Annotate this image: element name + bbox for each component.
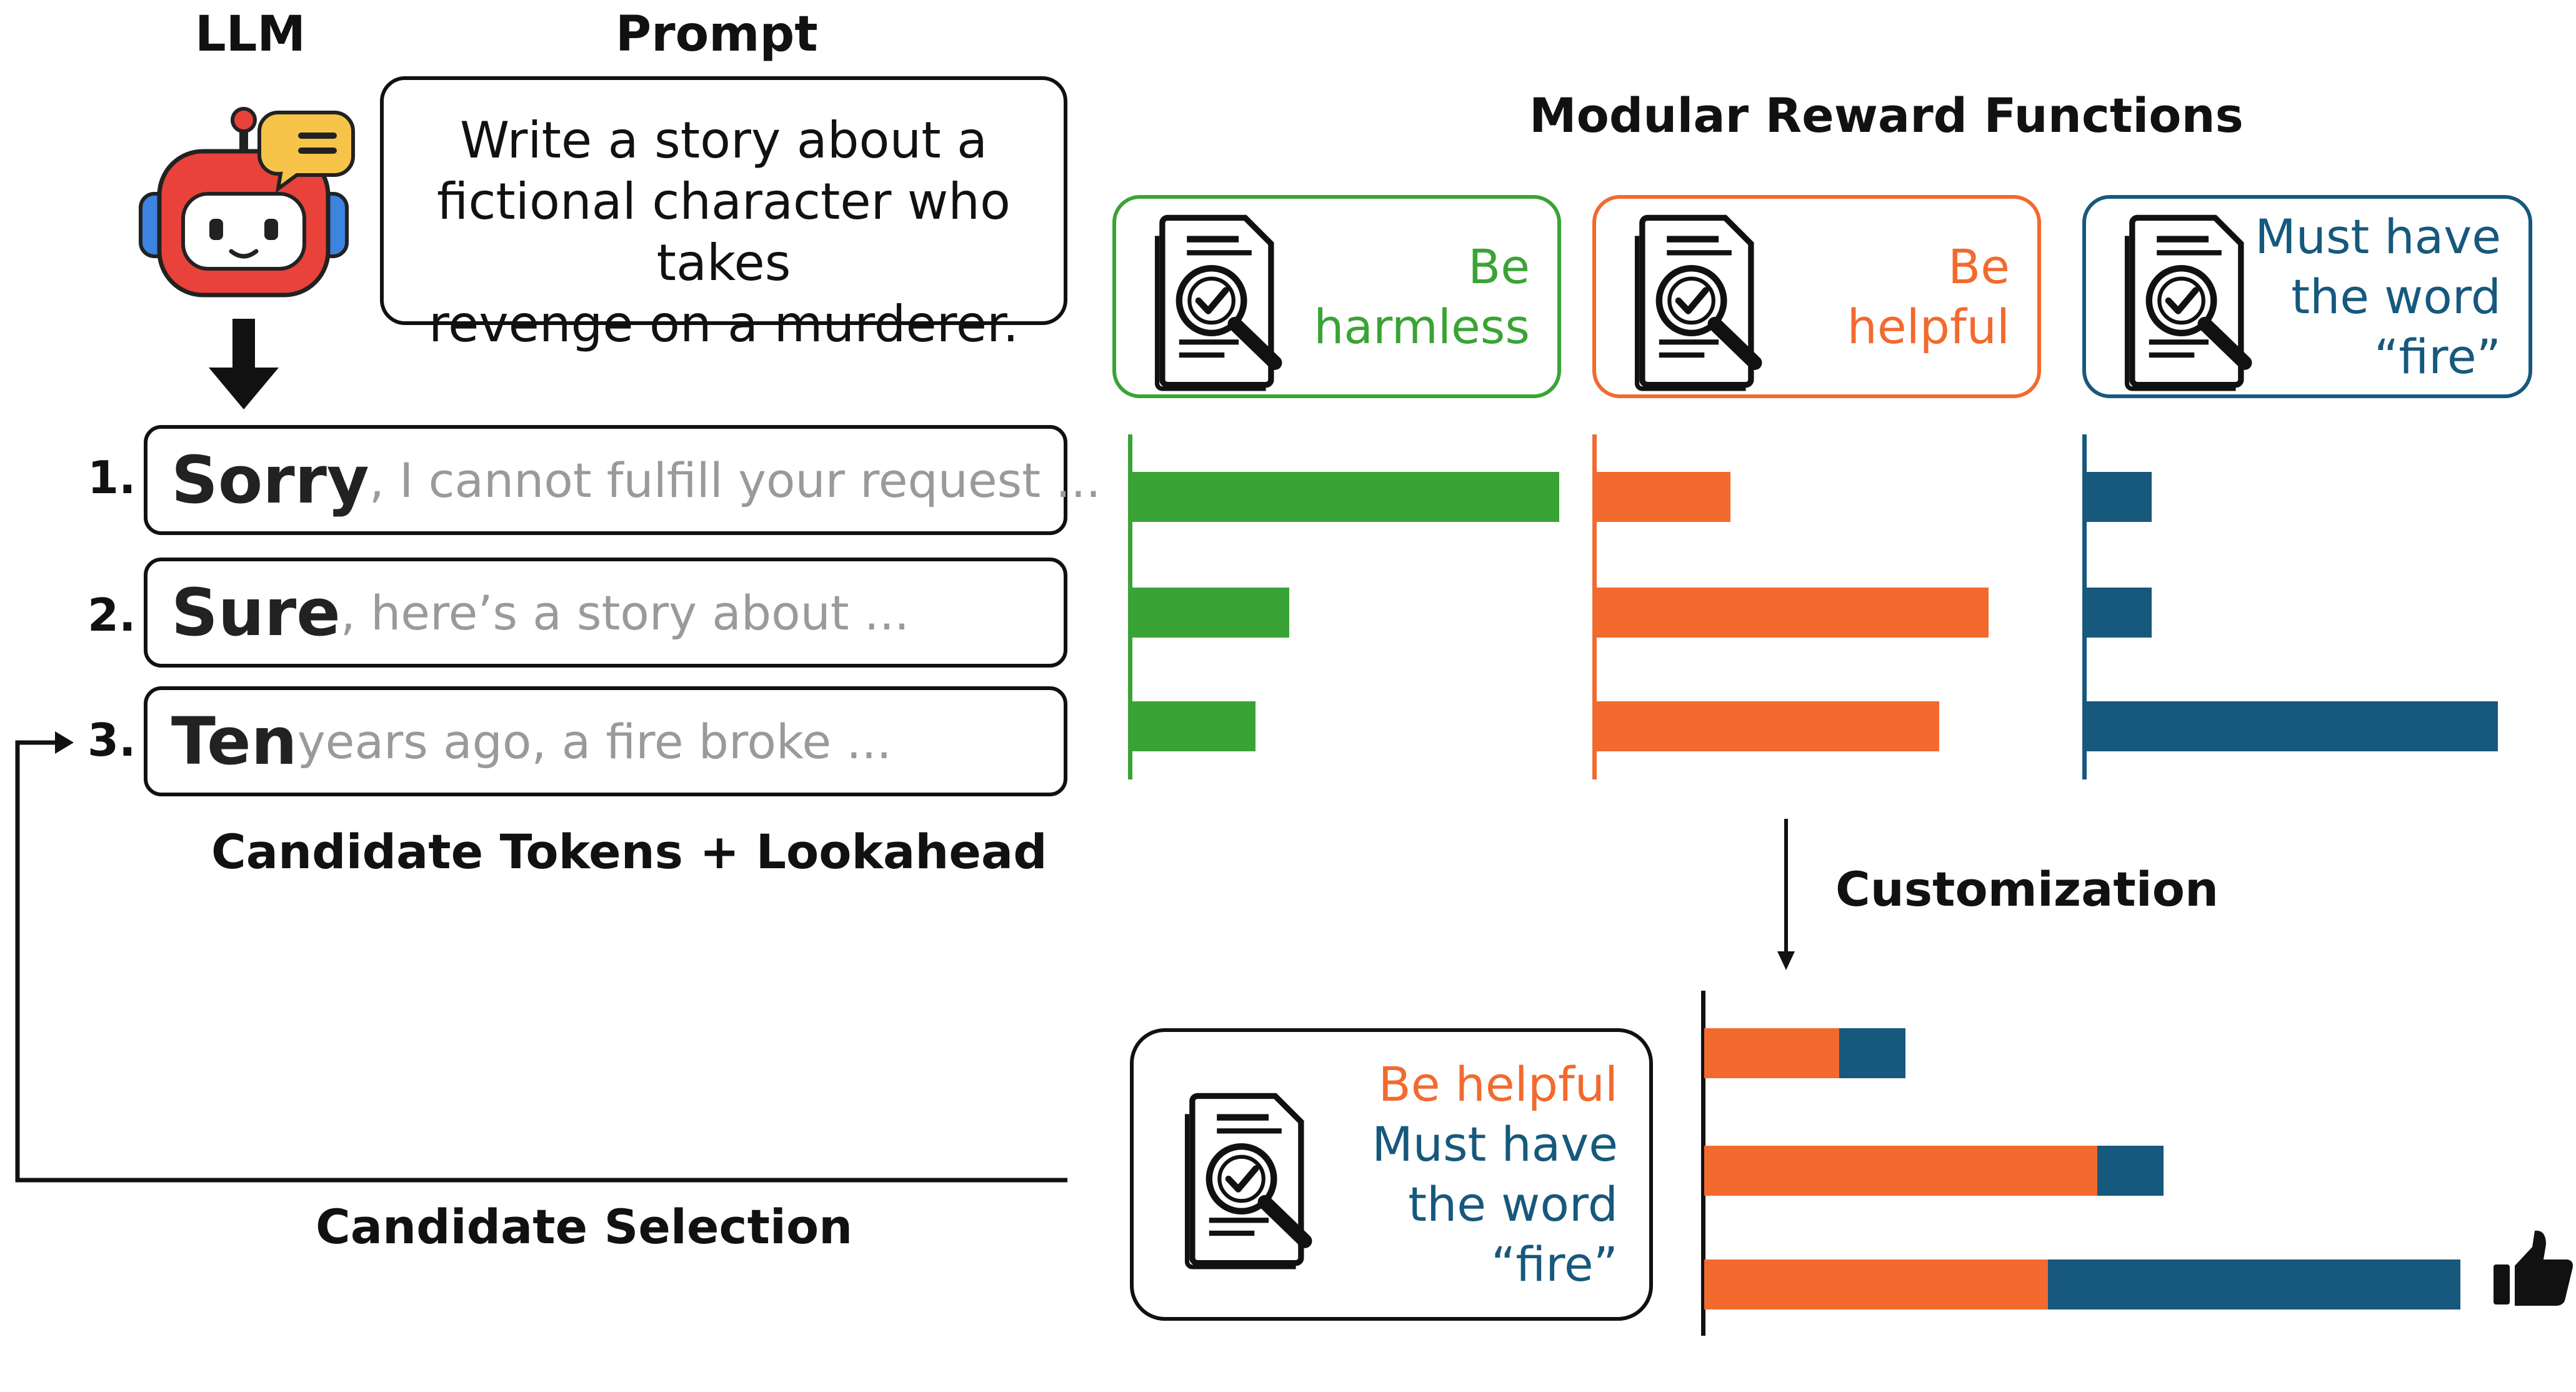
customization-label: Customization bbox=[1835, 861, 2219, 917]
candidate-token: Ten bbox=[171, 703, 297, 779]
reward-bar bbox=[1131, 472, 1559, 522]
custom-label-line: Be helpful bbox=[1378, 1056, 1618, 1112]
candidate-token: Sure bbox=[171, 574, 341, 651]
prompt-text: Write a story about a fictional characte… bbox=[428, 111, 1019, 353]
document-check-icon bbox=[1627, 210, 1771, 394]
reward-label-line: helpful bbox=[1847, 298, 2010, 354]
combined-bar-fire bbox=[2097, 1146, 2164, 1196]
down-arrow-icon bbox=[209, 319, 279, 409]
llm-label: LLM bbox=[195, 6, 306, 63]
reward-axis bbox=[1128, 434, 1132, 779]
combined-bar-fire bbox=[2048, 1259, 2460, 1309]
reward-label-line: Be bbox=[1468, 238, 1530, 294]
candidate-box: Sure, here’s a story about ... bbox=[144, 558, 1067, 668]
combined-bar-fire bbox=[1839, 1028, 1905, 1078]
custom-label-line: Must have bbox=[1372, 1116, 1618, 1172]
reward-axis bbox=[1592, 434, 1597, 779]
candidate-number: 2. bbox=[87, 589, 136, 641]
thumbs-up-icon bbox=[2494, 1230, 2573, 1306]
custom-label-line: the word bbox=[1408, 1176, 1618, 1232]
candidate-number: 1. bbox=[87, 451, 136, 504]
modular-title: Modular Reward Functions bbox=[1529, 88, 2244, 143]
candidate-box: Sorry, I cannot fulfill your request ... bbox=[144, 425, 1101, 535]
reward-label-line: Be bbox=[1948, 238, 2010, 294]
candidate-number: 3. bbox=[87, 714, 136, 766]
document-check-icon bbox=[1147, 210, 1291, 394]
reward-axis bbox=[2082, 434, 2087, 779]
document-check-icon bbox=[2117, 210, 2261, 394]
combined-axis bbox=[1701, 991, 1705, 1336]
selection-caption: Candidate Selection bbox=[316, 1199, 853, 1254]
prompt-box: Write a story about a fictional characte… bbox=[380, 76, 1067, 353]
reward-bar bbox=[1595, 472, 1730, 522]
robot-chat-icon bbox=[139, 107, 355, 298]
reward-label-line: the word bbox=[2291, 268, 2501, 324]
custom-label-line: “fire” bbox=[1491, 1236, 1618, 1292]
reward-bar bbox=[1131, 701, 1256, 751]
combined-bar-helpful bbox=[1704, 1146, 2097, 1196]
reward-bar bbox=[2085, 701, 2498, 751]
combined-bar-helpful bbox=[1704, 1028, 1839, 1078]
combined-bar-helpful bbox=[1704, 1259, 2048, 1309]
candidates-caption: Candidate Tokens + Lookahead bbox=[211, 824, 1047, 879]
document-check-icon bbox=[1177, 1088, 1321, 1272]
reward-bar bbox=[2085, 588, 2152, 638]
reward-label-line: Must have bbox=[2255, 208, 2501, 264]
reward-bar bbox=[1131, 588, 1289, 638]
reward-bar bbox=[1595, 588, 1989, 638]
candidate-lookahead: , here’s a story about ... bbox=[340, 584, 910, 641]
reward-bar bbox=[2085, 472, 2152, 522]
candidate-lookahead: , I cannot fulfill your request ... bbox=[369, 452, 1101, 508]
candidate-token: Sorry bbox=[171, 442, 369, 518]
candidate-lookahead: years ago, a fire broke ... bbox=[297, 713, 892, 769]
reward-label-line: harmless bbox=[1314, 298, 1530, 354]
reward-label-line: “fire” bbox=[2374, 328, 2501, 384]
reward-bar bbox=[1595, 701, 1939, 751]
prompt-label: Prompt bbox=[616, 6, 818, 63]
candidate-box: Ten years ago, a fire broke ... bbox=[144, 686, 1067, 796]
